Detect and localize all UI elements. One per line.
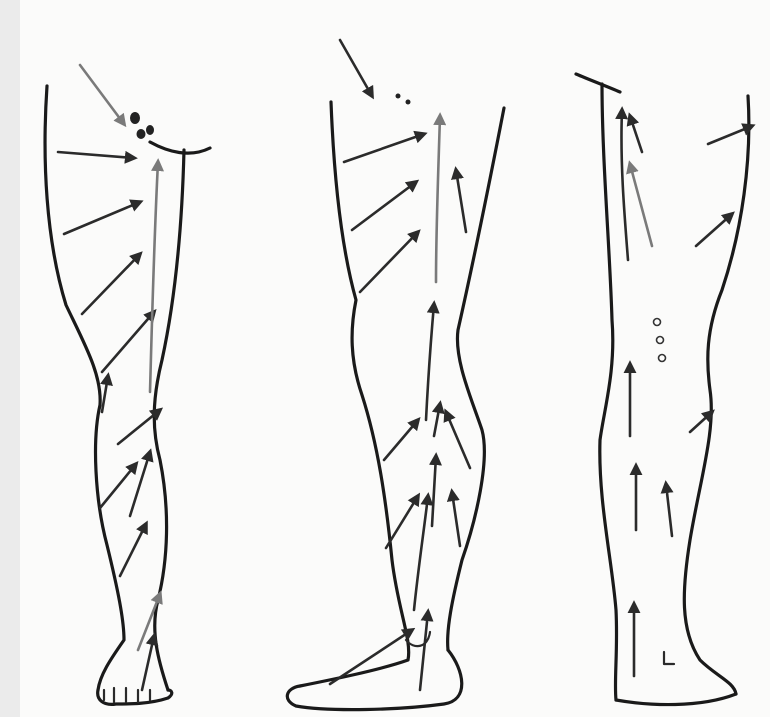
groin-lymph-node xyxy=(146,125,154,135)
lymph-node-dot xyxy=(396,94,401,99)
scan-edge xyxy=(0,0,20,717)
lymph-node-dot xyxy=(406,100,411,105)
groin-lymph-node xyxy=(130,112,140,124)
groin-lymph-node xyxy=(137,129,146,139)
